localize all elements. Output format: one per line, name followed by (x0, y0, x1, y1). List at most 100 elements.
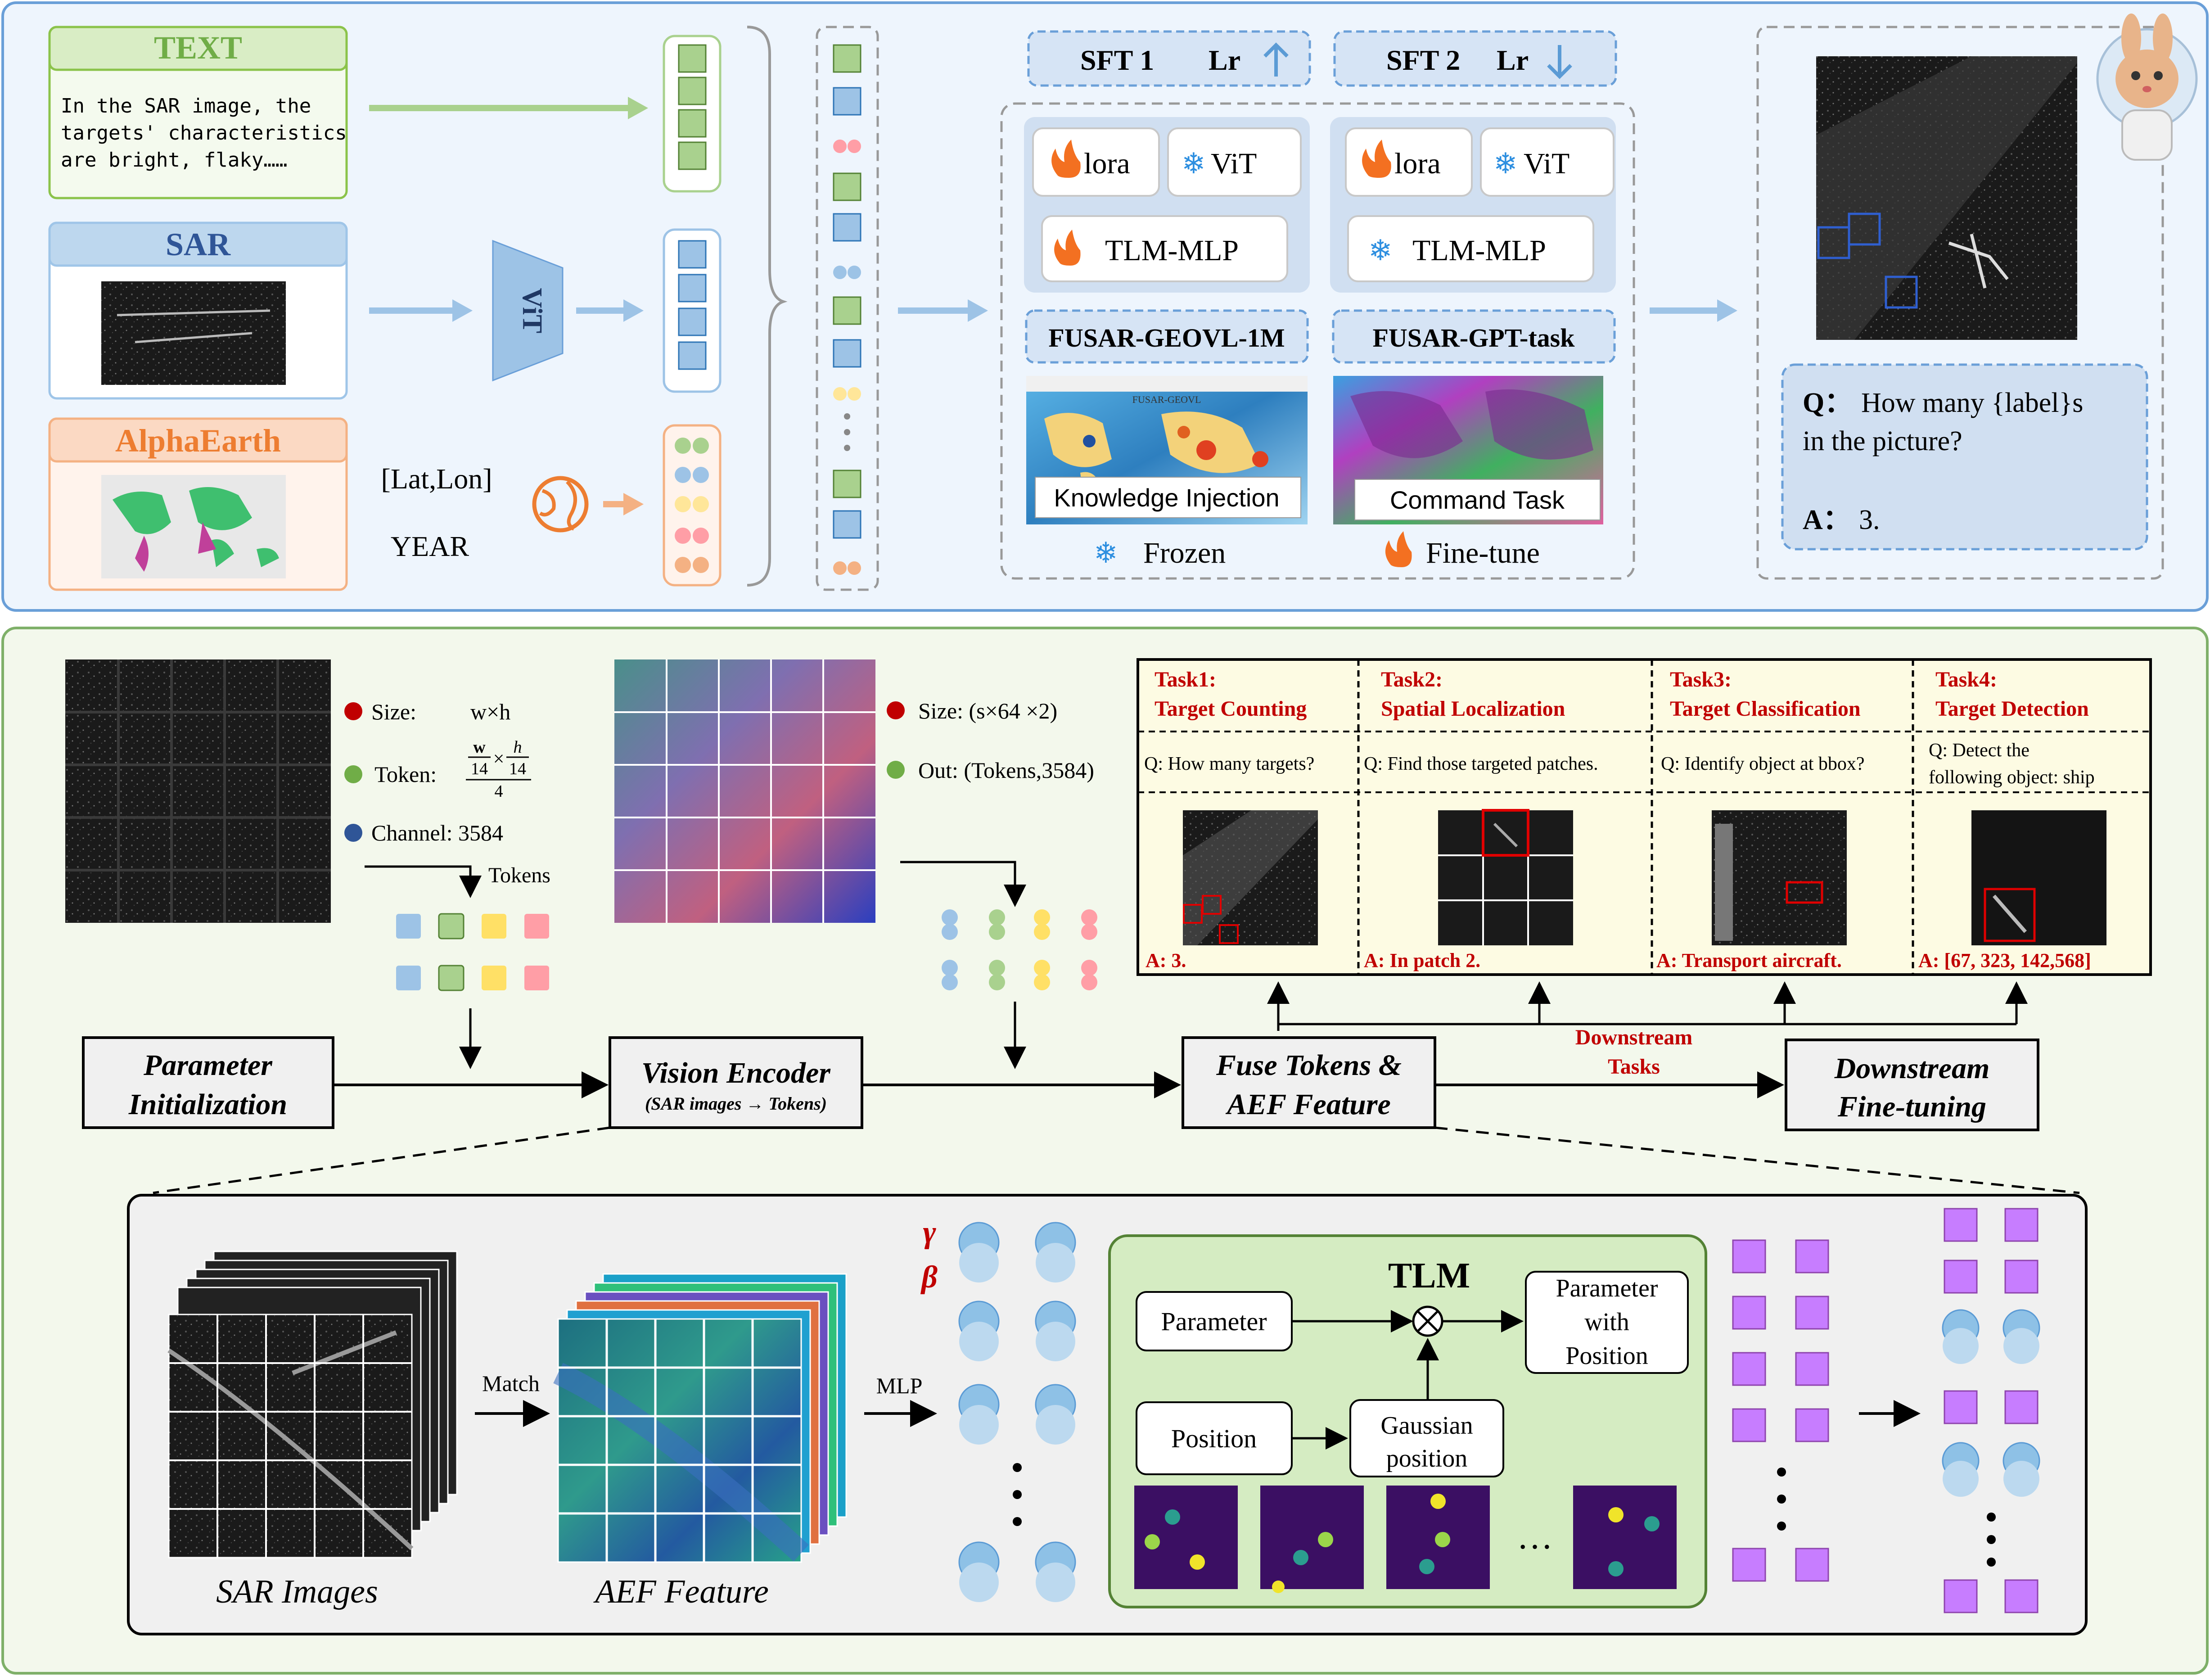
mlp-label: MLP (876, 1373, 923, 1398)
stage1-lora: lora (1084, 147, 1130, 180)
tlm-output-line1: Parameter (1556, 1274, 1658, 1302)
green-bullet (344, 765, 362, 783)
text-line-1: In the SAR image, the (61, 95, 311, 117)
top-panel: TEXT In the SAR image, the targets' char… (1, 1, 2209, 612)
text-panel-title: TEXT (154, 30, 242, 66)
stage2-mode: Fine-tune (1426, 537, 1540, 569)
downstream-ft-line1: Downstream (1834, 1052, 1990, 1085)
stage2-dataset: FUSAR-GPT-task Command Task Fine-tune (1332, 309, 1616, 569)
qa-answer: 3. (1859, 505, 1880, 535)
sar-panel-title: SAR (166, 226, 231, 262)
gamma-label: γ (923, 1215, 936, 1250)
latlon-label: [Lat,Lon] (381, 463, 492, 495)
tlm-gaussian-line2: position (1386, 1445, 1467, 1472)
snowflake-icon: ❄ (1368, 234, 1393, 266)
token-denominator: 4 (495, 782, 503, 801)
sar-image-stack (167, 1251, 458, 1558)
text-line-3: are bright, flaky…… (61, 149, 287, 172)
task3-answer: A: Transport aircraft. (1656, 949, 1842, 971)
tlm-output-line2: with (1584, 1308, 1629, 1336)
stage1-tlm: TLM-MLP (1105, 234, 1239, 267)
aef-size-label: Size: (s×64 ×2) (918, 698, 1057, 723)
task3-question: Q: Identify object at bbox? (1661, 754, 1865, 774)
aef-info: Size: (s×64 ×2) Out: (Tokens,3584) (887, 698, 1094, 907)
tlm-position: Position (1171, 1424, 1257, 1453)
finetune-fire-icon (1385, 531, 1412, 567)
task1-title: Task1: (1155, 668, 1216, 691)
detection-box (1885, 275, 1918, 309)
lr-down-arrow-icon (1547, 45, 1572, 79)
stage2-tlm: TLM-MLP (1412, 234, 1546, 267)
gaussian-heatmap (1260, 1486, 1364, 1593)
purple-token-squares (1732, 1239, 1829, 1582)
sft1-header: SFT 1 Lr (1027, 30, 1311, 87)
text-token-column (663, 35, 722, 193)
gaussian-heatmap (1134, 1486, 1238, 1589)
geovl-map-title: FUSAR-GEOVL (1132, 394, 1201, 405)
sar-token-squares (396, 913, 549, 991)
aef-feature-label: AEF Feature (593, 1573, 769, 1610)
stage1-modules: lora ❄ ViT TLM-MLP (1024, 117, 1310, 293)
tokens-label: Tokens (488, 863, 550, 887)
stage2-lora: lora (1394, 147, 1441, 180)
param-init-line2: Initialization (128, 1088, 287, 1121)
stage2-modules: lora ❄ ViT ❄ TLM-MLP (1330, 117, 1616, 293)
tlm-gaussian-line1: Gaussian (1380, 1412, 1473, 1440)
match-label: Match (482, 1371, 540, 1396)
fused-token-column (1942, 1208, 2040, 1613)
qa-q-prefix: Q： (1803, 388, 1852, 418)
alphaearth-panel-title: AlphaEarth (115, 423, 281, 459)
stage1-dataset-label: FUSAR-GEOVL-1M (1048, 323, 1285, 352)
stage2-vit: ViT (1524, 147, 1570, 180)
task2-image (1438, 810, 1573, 945)
sar-size-label: Size: (371, 699, 416, 724)
task3-name: Target Classification (1670, 697, 1861, 721)
token-w-div: 14 (471, 759, 488, 778)
token-h: h (514, 738, 522, 757)
downstream-tasks-line1: Downstream (1575, 1025, 1692, 1049)
frozen-snowflake-icon: ❄ (1094, 537, 1118, 569)
task4-question-line1: Q: Detect the (1929, 740, 2030, 761)
aef-feature-stack (553, 1273, 847, 1563)
task2-title: Task2: (1381, 668, 1443, 691)
gaussian-heatmap (1573, 1486, 1677, 1589)
sft2-label: SFT 2 (1386, 44, 1460, 76)
task4-name: Target Detection (1935, 697, 2089, 721)
task2-question: Q: Find those targeted patches. (1364, 754, 1598, 774)
token-w: w (473, 738, 486, 757)
input-arrows (369, 97, 648, 515)
fire-icon (1051, 140, 1081, 178)
heatmap-ellipsis: … (1517, 1517, 1553, 1557)
sar-input-panel: SAR (48, 221, 348, 400)
fuse-line2: AEF Feature (1225, 1088, 1391, 1121)
sar-token-label: Token: (374, 762, 437, 787)
sft1-label: SFT 1 (1080, 44, 1154, 76)
year-label: YEAR (391, 530, 469, 562)
output-panel: Q： How many {label}s in the picture? A： … (1756, 26, 2164, 580)
sar-channel-label: Channel: 3584 (371, 820, 503, 845)
qa-a-prefix: A： (1803, 505, 1851, 535)
stage2-dataset-label: FUSAR-GPT-task (1372, 323, 1575, 352)
stage1-vit: ViT (1211, 147, 1257, 180)
snowflake-icon: ❄ (1182, 147, 1206, 180)
detail-box: SAR Images Match AEF Feature (127, 1194, 2088, 1635)
task4-answer: A: [67, 323, 142,568] (1918, 949, 2091, 971)
sar-info: Size: w×h Token: w 14 × h 14 4 Channel: … (344, 699, 550, 898)
fuse-line1: Fuse Tokens & (1216, 1049, 1402, 1082)
aef-token-column (663, 424, 722, 587)
tlm-parameter: Parameter (1161, 1307, 1267, 1336)
vision-encoder-label: Vision Encoder (641, 1057, 831, 1089)
red-bullet (344, 702, 362, 720)
gamma-beta-tokens (958, 1222, 1076, 1602)
task1-question: Q: How many targets? (1144, 754, 1314, 774)
detection-box (1848, 212, 1881, 246)
flow-row: Parameter Initialization Vision Encoder … (82, 981, 2080, 1194)
rabbit-mascot-icon (2096, 14, 2198, 161)
aef-patch-grid (614, 659, 875, 923)
blue-bullet (344, 824, 362, 842)
task1-name: Target Counting (1155, 697, 1307, 721)
world-map-thumbnail (113, 487, 279, 567)
aef-token-circles (942, 909, 1097, 990)
sar-thumbnail (101, 281, 286, 385)
